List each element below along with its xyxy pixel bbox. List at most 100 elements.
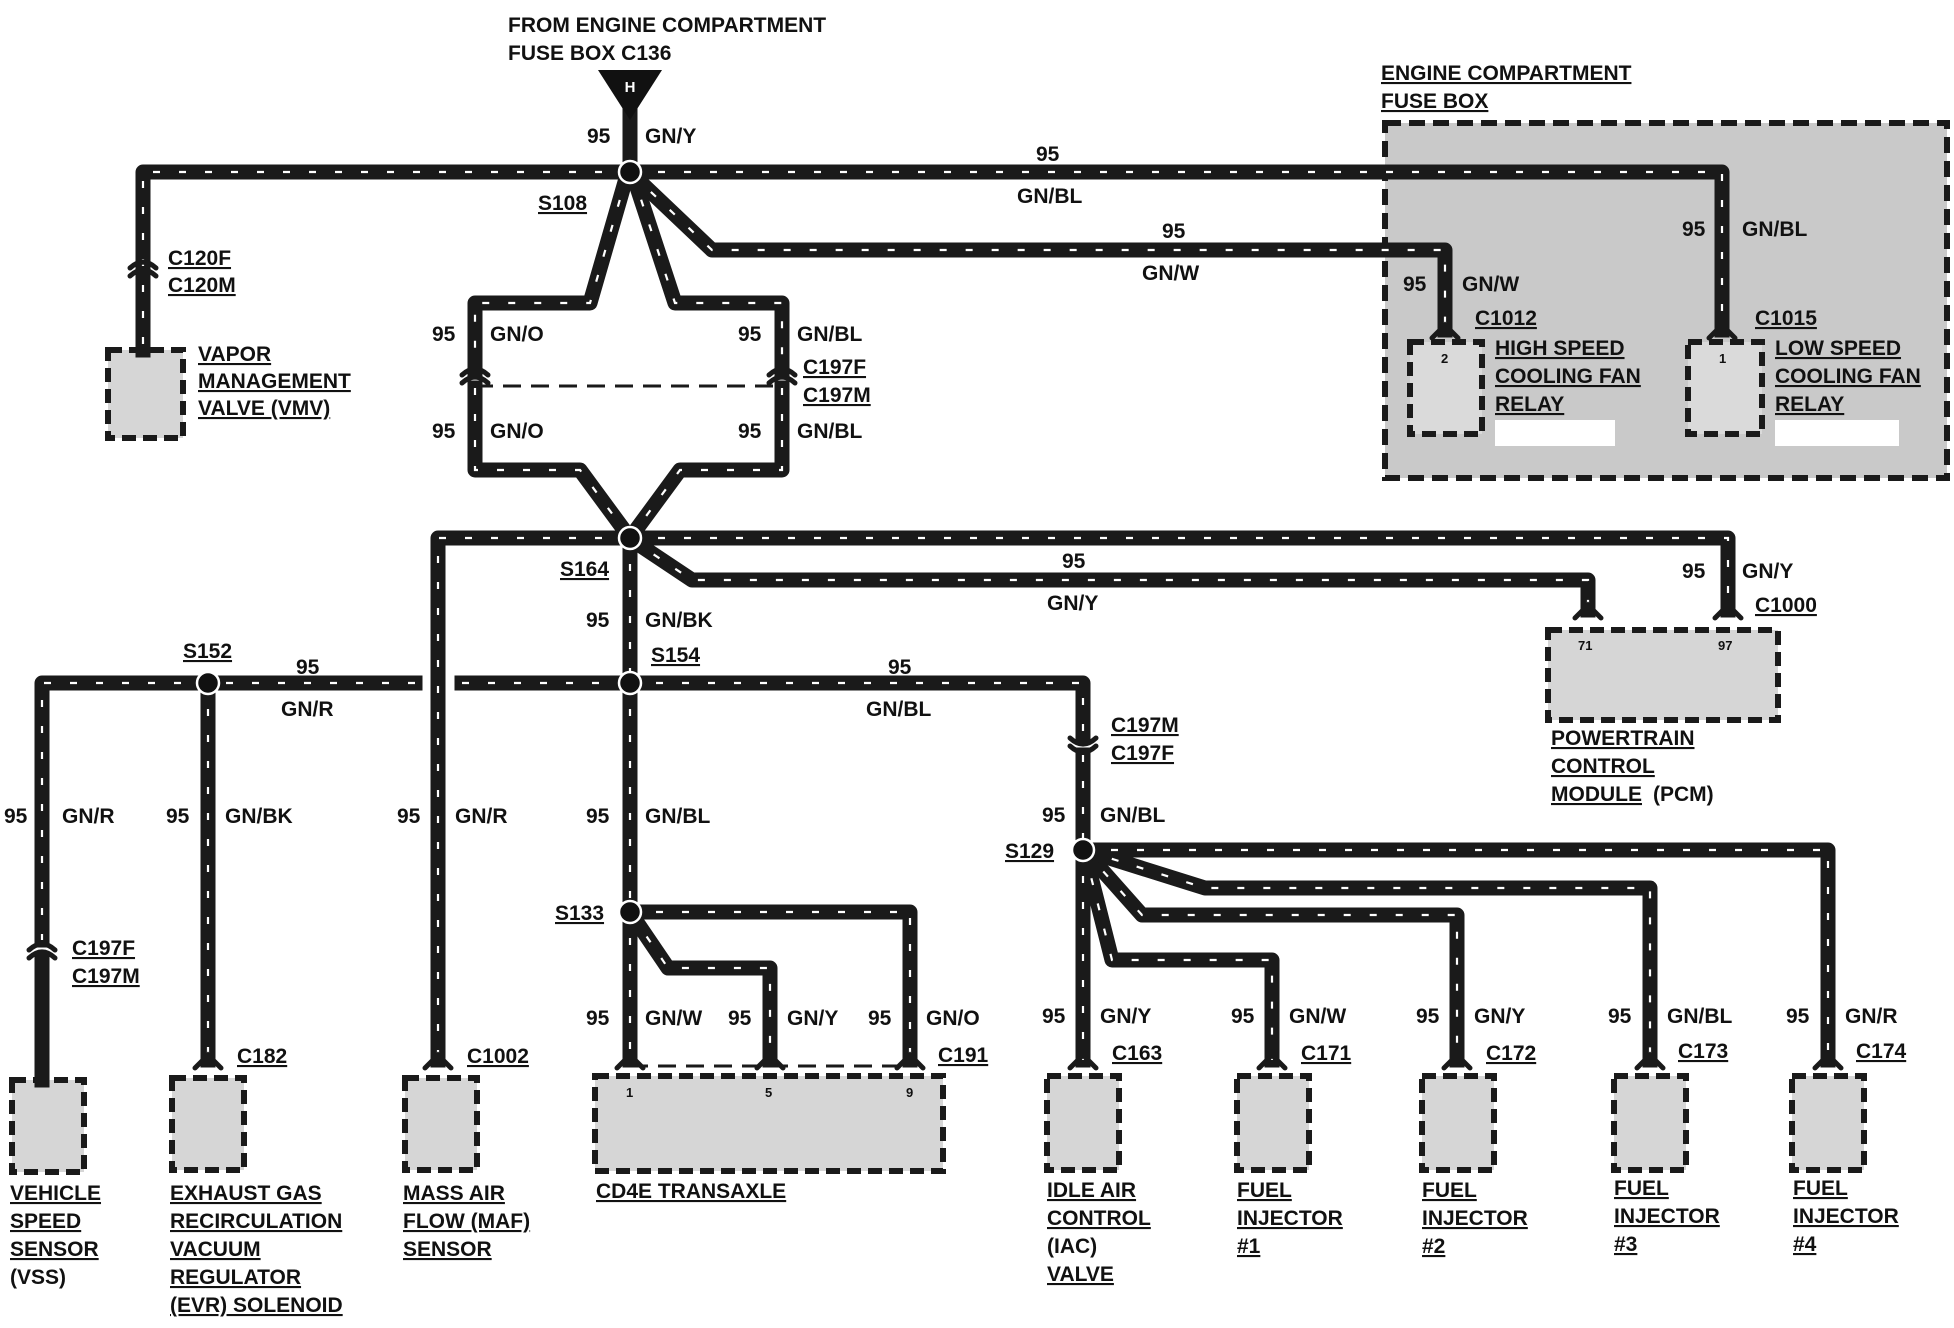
wire-color: GN/R [62,805,115,828]
injector-3-label: FUEL [1614,1177,1669,1200]
wire-color: GN/W [1462,273,1519,296]
connector-label: C197F [803,356,866,379]
wire-color: GN/W [1289,1005,1346,1028]
transaxle-label: CD4E TRANSAXLE [596,1180,786,1203]
fuel-injector-3 [1611,1073,1689,1173]
vss-label: SENSOR [10,1238,99,1261]
connector-label: C1000 [1755,594,1817,617]
injector-2-label: #2 [1422,1235,1445,1258]
connector-label: C197M [72,965,140,988]
wire-color: GN/R [281,698,334,721]
terminal-letter: H [625,79,636,96]
vmv-label: VAPOR [198,343,271,366]
connector-symbols [26,259,1844,1071]
maf-label: MASS AIR [403,1182,505,1205]
splice-s152 [195,670,221,696]
low-speed-cooling-fan-relay [1685,339,1765,437]
injector-1-label: INJECTOR [1237,1207,1343,1230]
wire-to-pcm-71 [621,529,1596,618]
relay-label-bg [1495,420,1615,446]
pcm-pin: 97 [1718,638,1732,653]
wire-gauge: 95 [586,805,610,828]
transaxle-pin: 5 [765,1085,772,1100]
high-relay-label: HIGH SPEED [1495,337,1625,360]
wire-gauge: 95 [1403,273,1427,296]
vapor-management-valve [105,347,186,441]
egr-label: VACUUM [170,1238,261,1261]
wire-gauge: 95 [1608,1005,1632,1028]
wire-gauge: 95 [432,420,456,443]
pcm-label: CONTROL [1551,755,1655,778]
wire-color: GN/BL [1100,804,1166,827]
wire-color: GN/R [455,805,508,828]
wire-color: GN/Y [787,1007,838,1030]
wire-gauge: 95 [1231,1005,1255,1028]
idle-air-control-valve [1044,1073,1122,1173]
high-relay-label: COOLING FAN [1495,365,1641,388]
wire-trans-pin5 [621,904,778,1068]
wire-gauge: 95 [1036,143,1060,166]
wire-color: GN/BL [1742,218,1808,241]
iac-label: (IAC) [1047,1235,1097,1258]
connector-label: C172 [1486,1042,1536,1065]
wire-gauge: 95 [738,420,762,443]
connector-label: C197F [72,937,135,960]
connector-label: C174 [1856,1040,1907,1063]
fuse-box-terminal-h [598,70,662,120]
wire-to-low-speed-relay [624,164,1730,338]
relay-pin: 1 [1719,351,1726,366]
high-speed-cooling-fan-relay [1407,339,1485,437]
transaxle-pin: 9 [906,1085,913,1100]
wire-color: GN/BL [645,805,711,828]
wire-diamond-left-lower [467,380,641,549]
wire-gauge: 95 [1042,804,1066,827]
egr-label: EXHAUST GAS [170,1182,322,1205]
wire-gauge: 95 [296,656,320,679]
low-relay-label: RELAY [1775,393,1844,416]
pcm-pin: 71 [1578,638,1592,653]
iac-label: IDLE AIR [1047,1179,1136,1202]
wire-gauge: 95 [432,323,456,346]
wire-color: GN/Y [1474,1005,1525,1028]
fuel-injector-2 [1419,1073,1497,1173]
fuse-box-title: ENGINE COMPARTMENT [1381,62,1632,85]
connector-label: C1015 [1755,307,1817,330]
wire-color: GN/W [645,1007,702,1030]
connector-label: C1012 [1475,307,1537,330]
wire-gauge: 95 [888,656,912,679]
wire-gauge: 95 [868,1007,892,1030]
mass-air-flow-sensor [402,1075,480,1173]
splice-label: S133 [555,902,604,925]
splice-s154 [617,670,643,696]
wire-gnr-bus [34,675,423,948]
fuse-box-subtitle: FUSE BOX [1381,90,1488,113]
low-relay-label: LOW SPEED [1775,337,1901,360]
maf-label: SENSOR [403,1238,492,1261]
wire-gauge: 95 [728,1007,752,1030]
splice-label: S108 [538,192,587,215]
injector-4-label: #4 [1793,1233,1817,1256]
connector-label: C163 [1112,1042,1162,1065]
wire-color: GN/Y [1100,1005,1151,1028]
connector-label: C173 [1678,1040,1728,1063]
vmv-label: MANAGEMENT [198,370,351,393]
injector-4-label: FUEL [1793,1177,1848,1200]
wire-gauge: 95 [397,805,421,828]
transaxle-pin: 1 [626,1085,633,1100]
wire-color: GN/BL [866,698,932,721]
wire-color: GN/O [490,323,544,346]
vss-label: VEHICLE [10,1182,101,1205]
relay-pin: 2 [1441,351,1448,366]
connector-label: C120M [168,274,236,297]
powertrain-control-module [1545,627,1781,723]
wire-gauge: 95 [1682,560,1706,583]
splice-label: S129 [1005,840,1054,863]
wire-color: GN/Y [1742,560,1793,583]
connector-label: C1002 [467,1045,529,1068]
wire-gauge: 95 [586,1007,610,1030]
wire-gauge: 95 [738,323,762,346]
splice-label: S164 [560,558,609,581]
connector-label: C191 [938,1044,989,1067]
wire-color: GN/BL [797,323,863,346]
